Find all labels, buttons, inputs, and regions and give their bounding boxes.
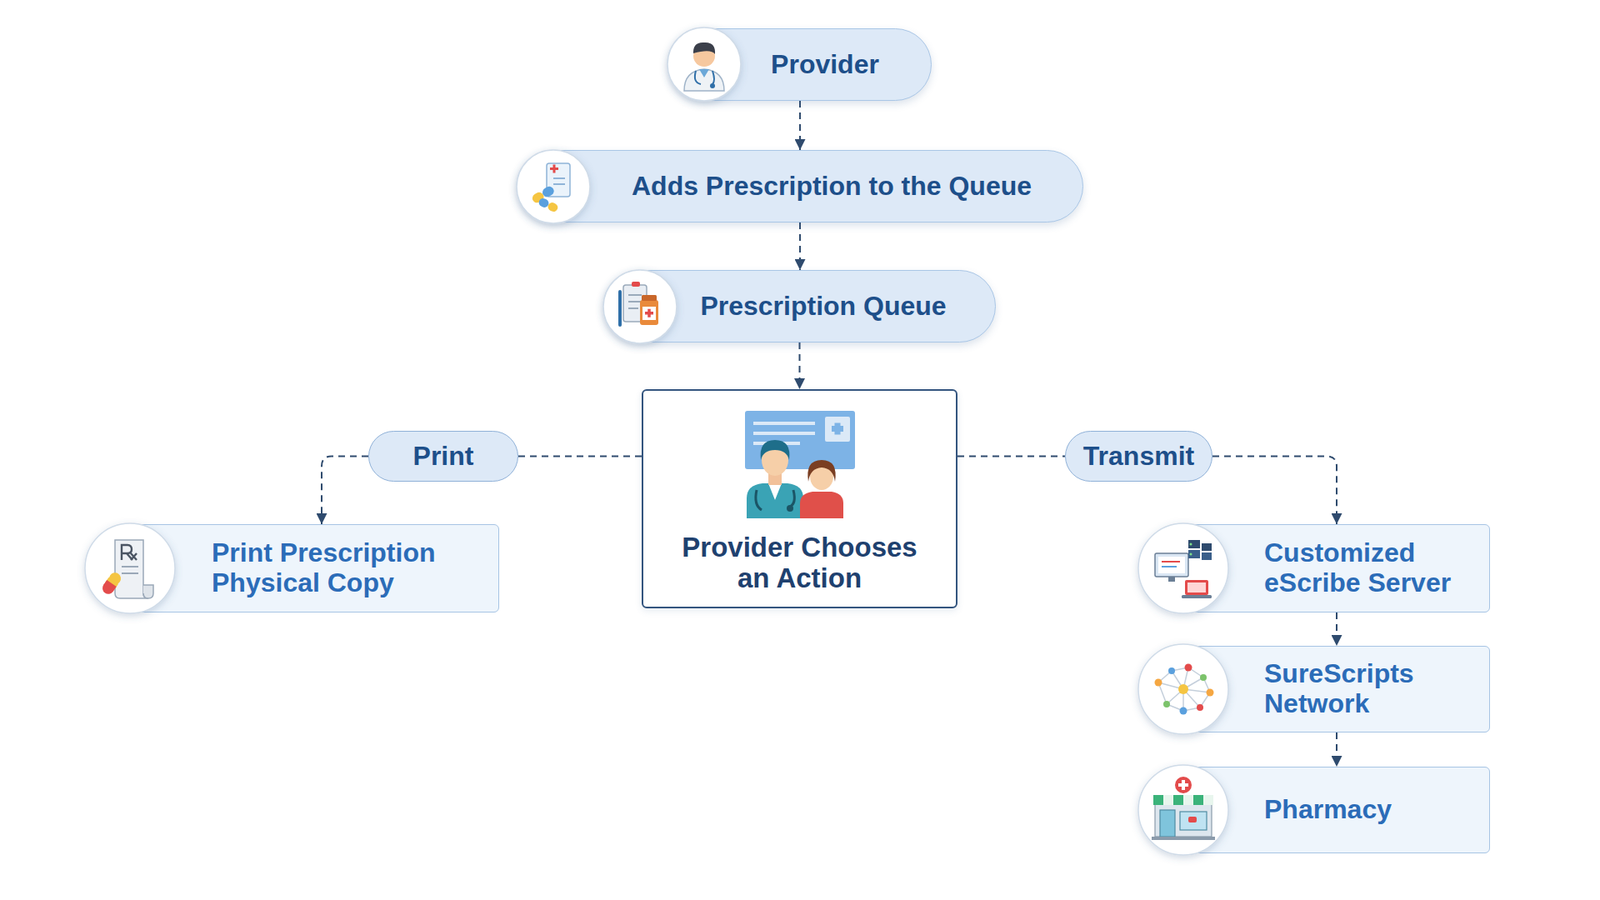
- node-label: Print: [413, 440, 475, 472]
- dashed-connector: [799, 100, 801, 150]
- process-pill: Adds Prescription to the Queue: [516, 150, 1084, 223]
- dashed-connector: [1212, 456, 1337, 525]
- option-pill: Transmit: [1065, 430, 1213, 482]
- step-card: Customized eScribe Server: [1183, 524, 1490, 613]
- dashed-connector: [1335, 612, 1338, 646]
- node-label: Customized eScribe Server: [1264, 538, 1481, 599]
- node-label: Provider Chooses an Action: [675, 532, 925, 595]
- dashed-connector: [518, 455, 642, 458]
- dashed-connector: [1335, 732, 1338, 767]
- node-label: Transmit: [1083, 440, 1195, 472]
- node-label: Print Prescription Physical Copy: [211, 538, 450, 599]
- dashed-connector: [957, 455, 1065, 458]
- output-card: Print Prescription Physical Copy: [130, 524, 500, 613]
- node-label: Adds Prescription to the Queue: [631, 170, 1032, 202]
- node-label: Prescription Queue: [700, 290, 946, 322]
- process-pill: Provider: [668, 28, 932, 101]
- decision-box: Provider Chooses an Action: [641, 389, 958, 609]
- process-pill: Prescription Queue: [603, 270, 996, 343]
- dashed-connector: [799, 342, 801, 390]
- node-label: Provider: [770, 49, 880, 80]
- dashed-connector: [799, 222, 801, 270]
- option-pill: Print: [368, 430, 519, 482]
- node-label: Pharmacy: [1264, 795, 1392, 825]
- step-card: Pharmacy: [1183, 766, 1490, 854]
- node-label: SureScripts Network: [1264, 659, 1481, 720]
- step-card: SureScripts Network: [1183, 645, 1490, 733]
- dashed-connector: [321, 456, 369, 525]
